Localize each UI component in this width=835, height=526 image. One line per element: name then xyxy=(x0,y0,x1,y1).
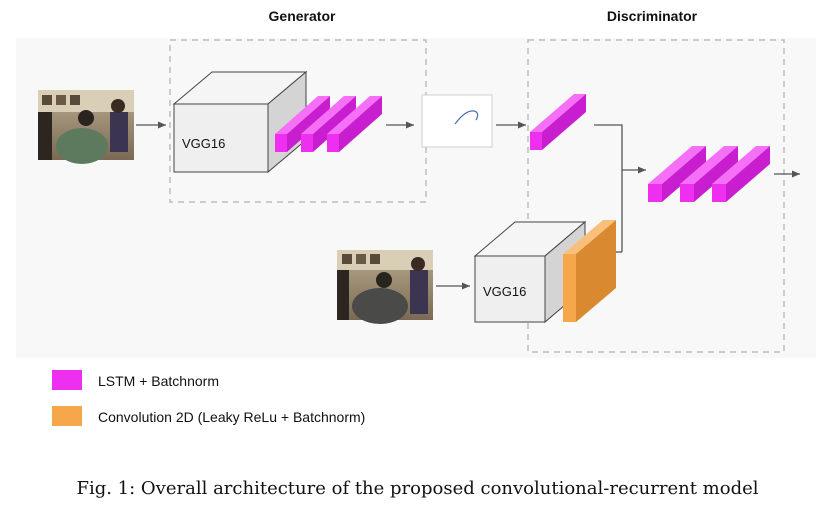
lstm-block xyxy=(648,146,706,202)
lstm-block-discriminator-input xyxy=(530,94,586,150)
legend-label-lstm: LSTM + Batchnorm xyxy=(98,373,219,389)
figure-caption: Fig. 1: Overall architecture of the prop… xyxy=(76,478,759,499)
conv2d-block xyxy=(563,220,616,322)
generator-title: Generator xyxy=(269,8,336,24)
discriminator-title: Discriminator xyxy=(607,8,698,24)
lstm-block xyxy=(327,96,382,152)
lstm-block xyxy=(301,96,356,152)
vgg16-block-generator xyxy=(172,70,308,174)
lstm-block xyxy=(680,146,738,202)
arrow-lstm-to-merge xyxy=(594,124,646,174)
architecture-diagram: Generator Discriminator VGG16 xyxy=(38,8,800,426)
legend-label-conv: Convolution 2D (Leaky ReLu + Batchnorm) xyxy=(98,409,365,425)
vgg16-label-generator: VGG16 xyxy=(182,136,225,151)
discriminator-frame-photo xyxy=(337,250,433,324)
lstm-stack-generator xyxy=(275,96,382,152)
lstm-stack-discriminator xyxy=(648,146,770,202)
generated-signal-curve xyxy=(454,110,479,125)
legend-swatch-conv xyxy=(52,406,82,426)
lstm-block xyxy=(712,146,770,202)
vgg16-label-discriminator: VGG16 xyxy=(483,284,526,299)
input-frame-photo xyxy=(38,90,134,164)
lstm-block xyxy=(275,96,330,152)
legend-swatch-lstm xyxy=(52,370,82,390)
discriminator-box xyxy=(527,39,785,353)
